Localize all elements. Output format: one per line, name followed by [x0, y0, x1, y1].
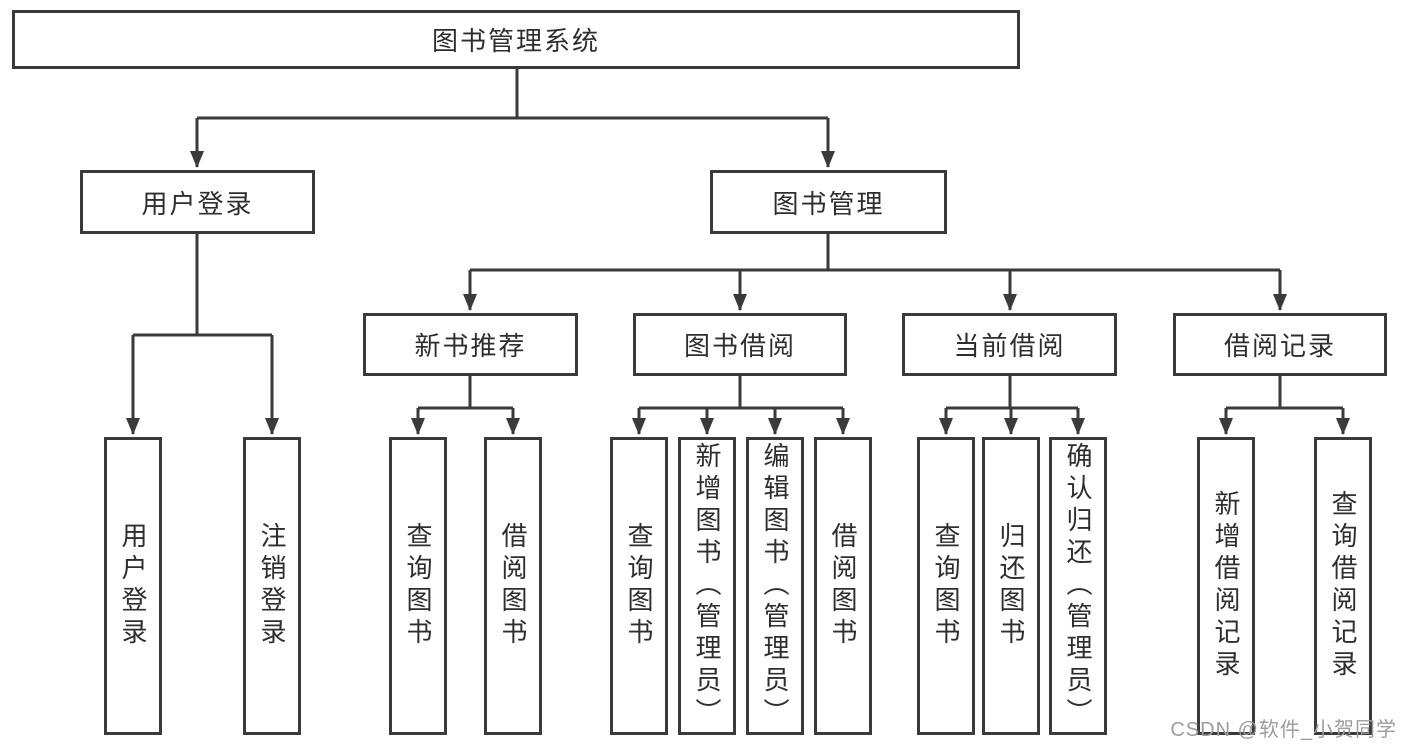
node-new-book-recommend: 新书推荐 [363, 313, 578, 376]
node-library-system: 图书管理系统 [12, 10, 1020, 69]
leaf-confirm-return-admin-label: 确认归还（管理员） [1063, 442, 1093, 730]
leaf-return-books: 归还图书 [982, 437, 1040, 735]
node-user-login: 用户登录 [80, 170, 315, 234]
leaf-query-books-current: 查询图书 [917, 437, 975, 735]
node-book-management-label: 图书管理 [772, 188, 885, 219]
node-book-borrow-label: 图书借阅 [683, 331, 796, 361]
leaf-query-books-current-label: 查询图书 [931, 522, 961, 650]
leaf-query-books-borrow-label: 查询图书 [624, 522, 654, 650]
leaf-query-books-recommend: 查询图书 [389, 437, 447, 735]
node-current-borrow-label: 当前借阅 [953, 331, 1066, 361]
leaf-confirm-return-admin: 确认归还（管理员） [1049, 437, 1107, 735]
node-book-borrow: 图书借阅 [633, 313, 847, 376]
leaf-return-books-label: 归还图书 [996, 522, 1026, 650]
node-user-login-label: 用户登录 [141, 188, 254, 219]
leaf-borrow-books-recommend: 借阅图书 [484, 437, 542, 735]
node-current-borrow: 当前借阅 [902, 313, 1117, 376]
leaf-borrow-books-recommend-label: 借阅图书 [498, 522, 528, 650]
leaf-add-books-admin-label: 新增图书（管理员） [692, 442, 722, 730]
leaf-user-login-label: 用户登录 [118, 522, 148, 650]
leaf-add-books-admin: 新增图书（管理员） [678, 437, 736, 735]
leaf-query-books-borrow: 查询图书 [610, 437, 668, 735]
leaf-logout-label: 注销登录 [257, 522, 287, 650]
node-borrow-records: 借阅记录 [1173, 313, 1387, 376]
node-new-book-recommend-label: 新书推荐 [414, 331, 527, 361]
leaf-edit-books-admin-label: 编辑图书（管理员） [760, 442, 790, 730]
leaf-logout: 注销登录 [243, 437, 301, 735]
leaf-edit-books-admin: 编辑图书（管理员） [746, 437, 804, 735]
leaf-add-borrow-record-label: 新增借阅记录 [1211, 490, 1241, 682]
csdn-watermark: CSDN @软件_小贺同学 [1170, 719, 1397, 741]
node-borrow-records-label: 借阅记录 [1223, 331, 1336, 361]
node-library-system-label: 图书管理系统 [431, 26, 600, 56]
leaf-query-books-recommend-label: 查询图书 [403, 522, 433, 650]
leaf-add-borrow-record: 新增借阅记录 [1197, 437, 1255, 735]
node-book-management: 图书管理 [710, 170, 947, 234]
leaf-user-login: 用户登录 [104, 437, 162, 735]
leaf-borrow-books-label: 借阅图书 [828, 522, 858, 650]
leaf-query-borrow-record: 查询借阅记录 [1314, 437, 1372, 735]
leaf-query-borrow-record-label: 查询借阅记录 [1328, 490, 1358, 682]
leaf-borrow-books: 借阅图书 [814, 437, 872, 735]
